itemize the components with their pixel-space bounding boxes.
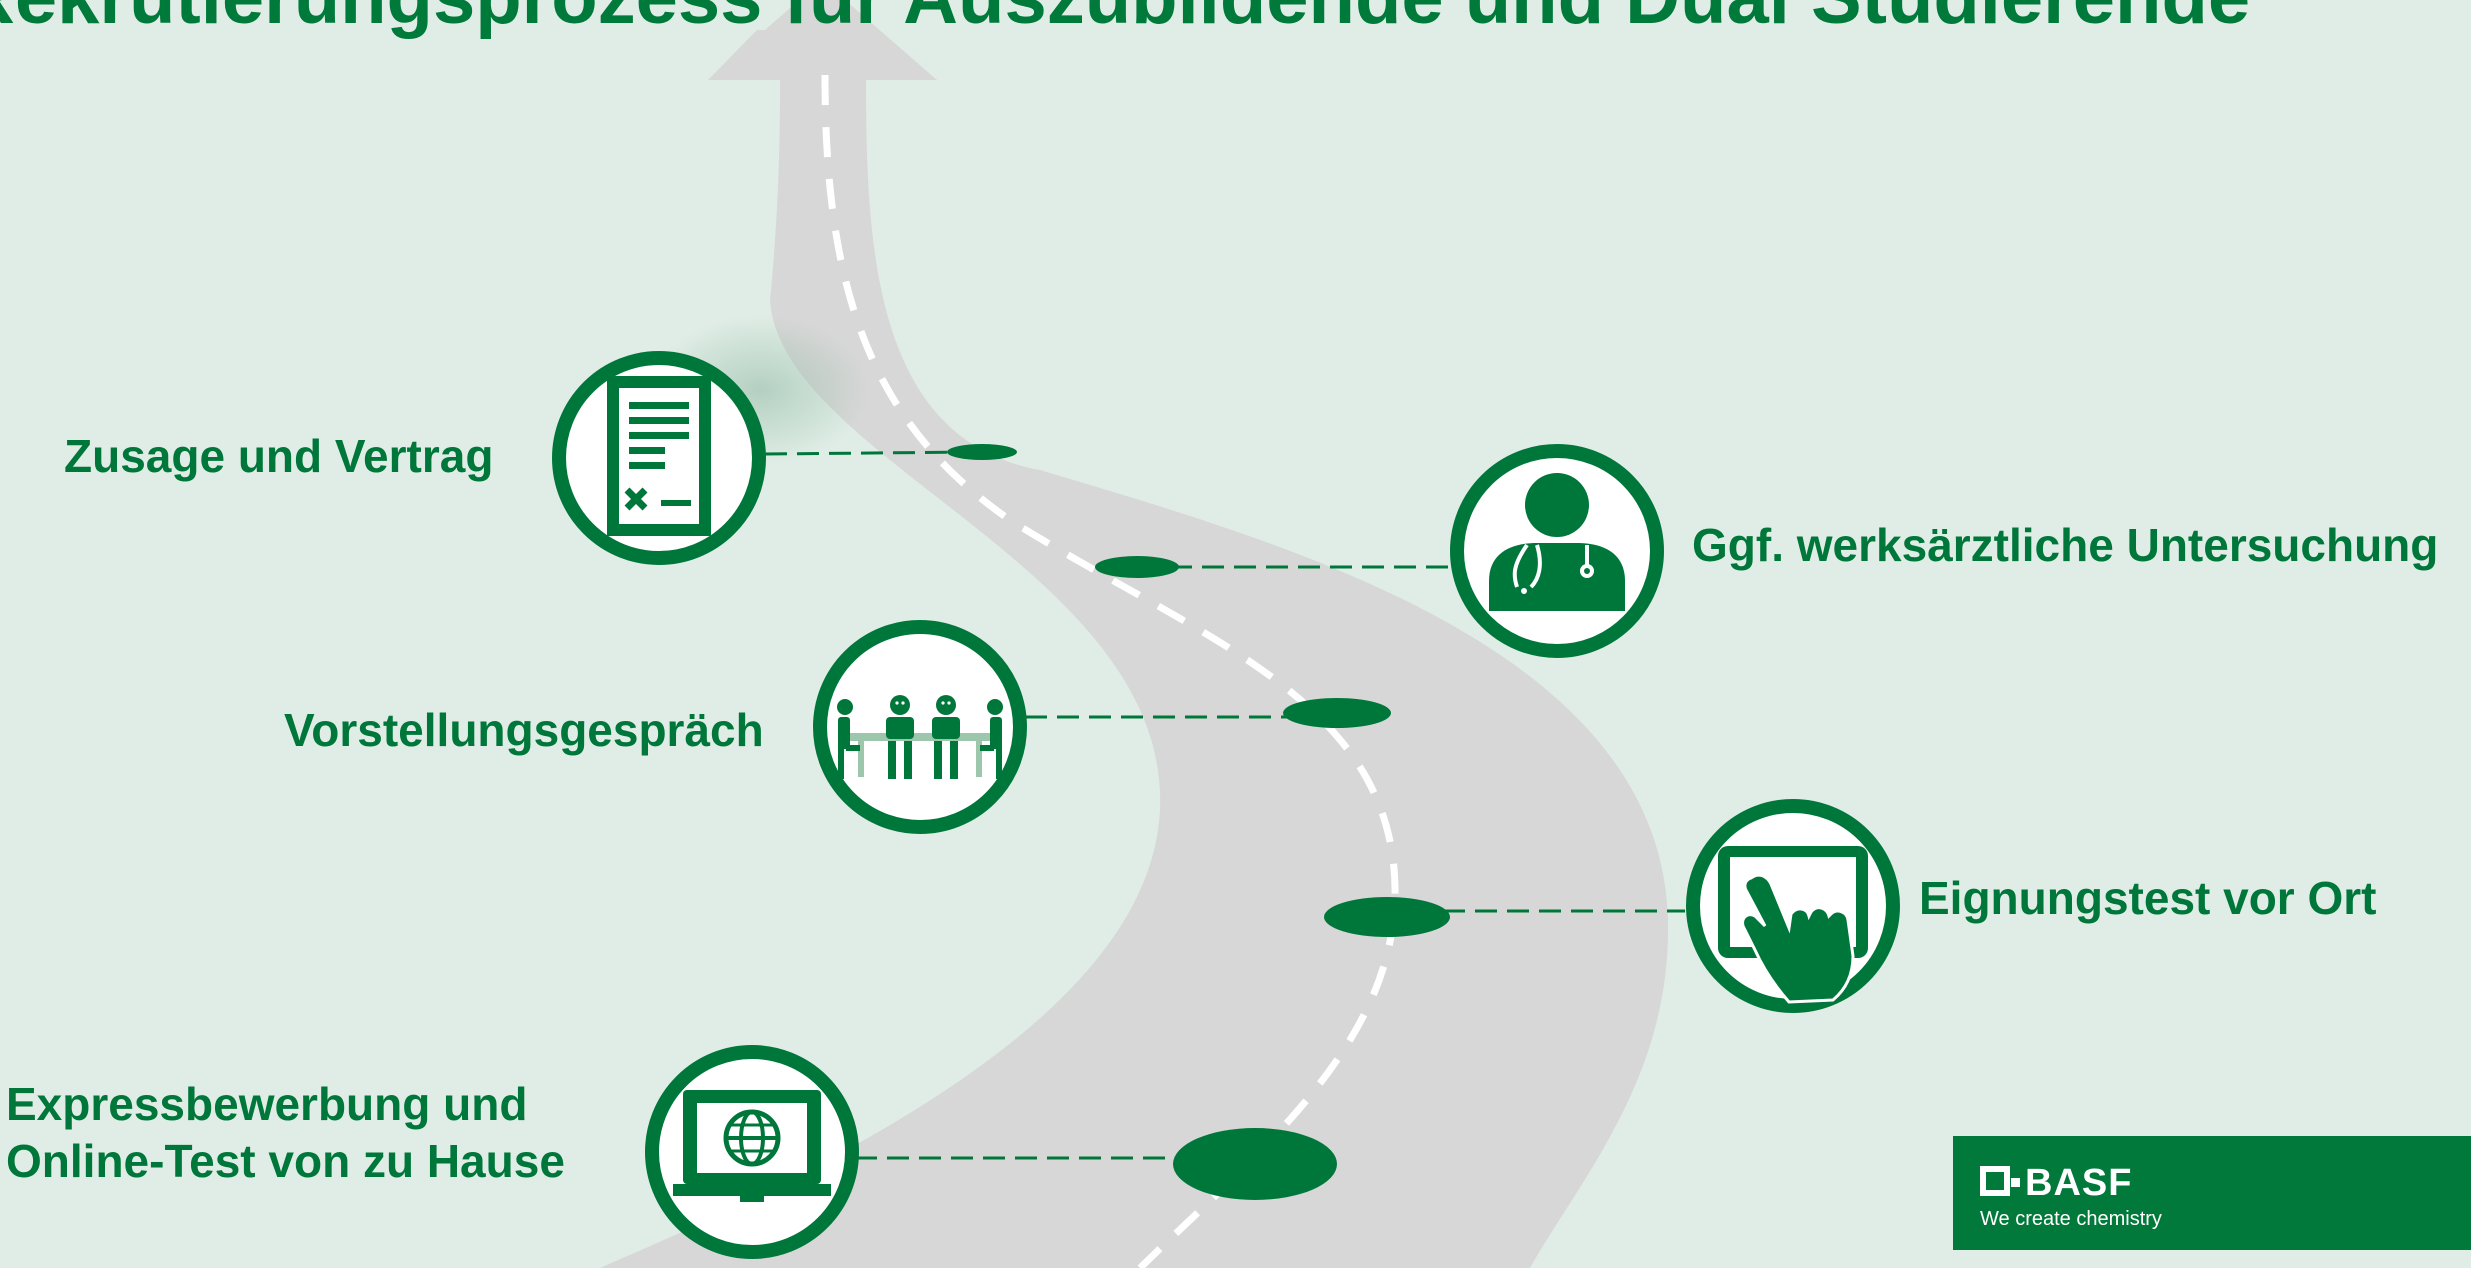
road-stop-marker <box>1324 897 1450 937</box>
road-stop-marker <box>1173 1128 1337 1200</box>
logo-tagline: We create chemistry <box>1980 1208 2162 1230</box>
step-label-untersuchung: Ggf. werksärztliche Untersuchung <box>1692 519 2439 571</box>
logo-dot-mark <box>2011 1178 2020 1187</box>
road-center-line <box>821 74 1399 1268</box>
label-line: Expressbewerbung und <box>6 1078 528 1130</box>
connector-line <box>764 450 981 456</box>
label-line: Online-Test von zu Hause <box>6 1135 565 1187</box>
logo-wordmark: BASF <box>2025 1162 2133 1204</box>
step-label-zusage: Zusage und Vertrag <box>64 430 494 482</box>
basf-logo: BASF We create chemistry <box>1953 1136 2471 1250</box>
step-label-eignungstest: Eignungstest vor Ort <box>1919 872 2377 924</box>
logo-square-mark <box>1980 1166 2010 1196</box>
tablet-touch-icon <box>1686 799 1900 1013</box>
connector-lines <box>764 450 1685 1160</box>
road-arrow-head <box>708 0 937 80</box>
step-label-expressbewerbung: Expressbewerbung und Online-Test von zu … <box>6 1076 565 1190</box>
doctor-icon <box>1450 444 1664 658</box>
page-title: Rekrutierungsprozess für Auszubildende u… <box>0 0 2250 36</box>
step-label-vorstellungsgespraech: Vorstellungsgespräch <box>284 704 764 756</box>
monitor-globe-icon <box>645 1045 859 1259</box>
meeting-table-icon <box>813 620 1027 834</box>
road-stop-marker <box>947 444 1017 460</box>
contract-document-icon <box>552 351 766 565</box>
road-stop-marker <box>1095 556 1179 578</box>
road-stop-marker <box>1283 698 1391 728</box>
